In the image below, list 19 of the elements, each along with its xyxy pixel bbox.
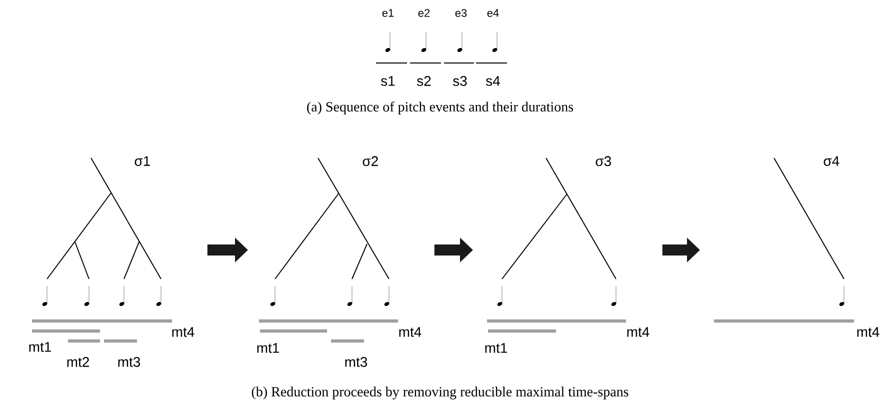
tree-label: σ2 <box>362 156 378 166</box>
caption: (b) Reduction proceeds by removing reducible maximal time-spans <box>252 386 628 400</box>
caption: (a) Sequence of pitch events and their durations <box>307 102 574 114</box>
span-label: s4 <box>486 76 500 86</box>
time-span-label: mt3 <box>345 357 368 367</box>
span-label: s2 <box>417 76 431 86</box>
event-label: e4 <box>487 9 499 17</box>
span-label: s1 <box>381 76 395 86</box>
event-label: e2 <box>418 9 430 17</box>
event-label: e3 <box>455 9 467 17</box>
event-label: e1 <box>382 9 394 17</box>
time-span-label: mt4 <box>627 327 650 337</box>
time-span-label: mt3 <box>118 357 140 367</box>
time-span-label: mt4 <box>172 327 194 337</box>
tree-label: σ1 <box>134 156 150 166</box>
tree-label: σ3 <box>596 156 611 166</box>
time-span-label: mt2 <box>67 357 89 367</box>
time-span-label: mt4 <box>857 327 880 337</box>
span-label: s3 <box>453 76 467 86</box>
